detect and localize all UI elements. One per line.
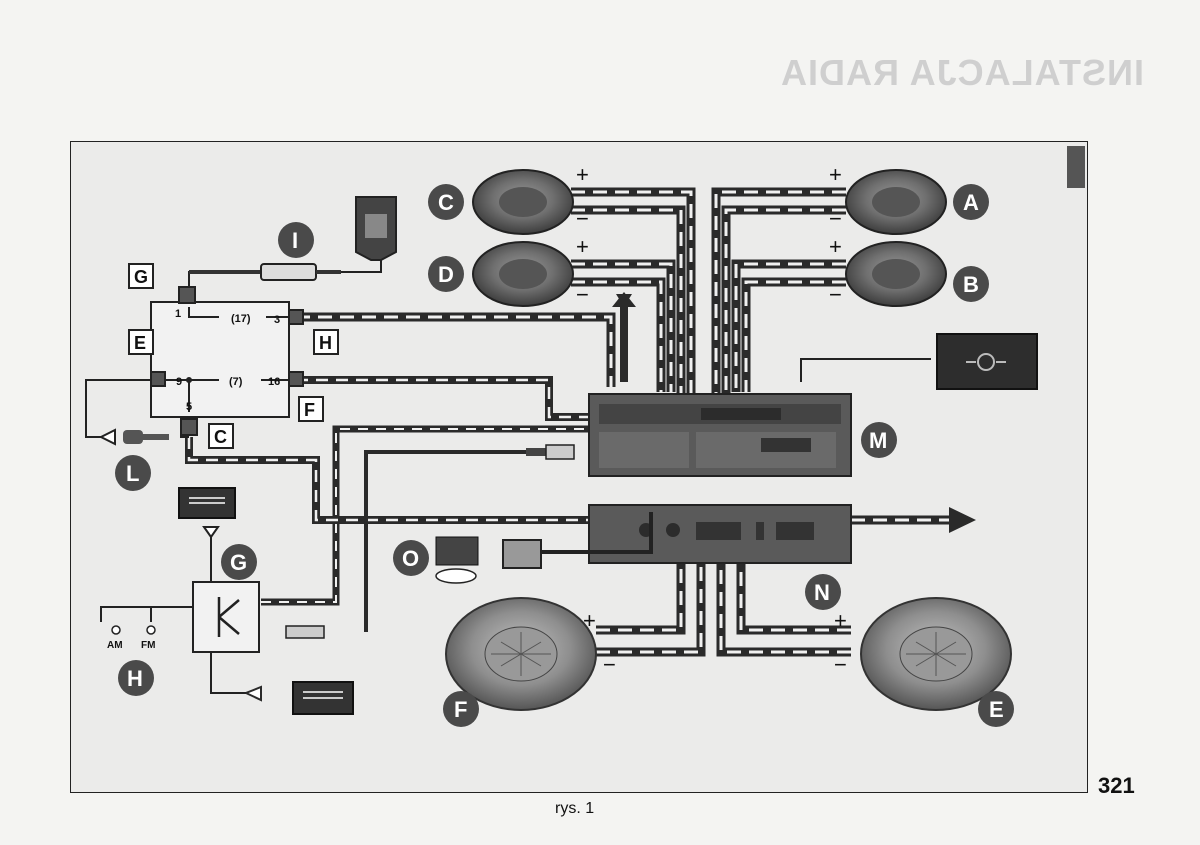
callout-n: N: [805, 574, 841, 610]
svg-text:E: E: [134, 333, 146, 353]
svg-text:I: I: [292, 228, 298, 253]
svg-text:FM: FM: [141, 640, 155, 651]
svg-text:+: +: [829, 162, 842, 187]
callout-f: F: [443, 691, 479, 727]
cd-changer-icon: [435, 536, 479, 584]
callout-a: A: [953, 184, 989, 220]
fuse-holder: [189, 196, 397, 281]
callout-l: L: [115, 455, 151, 491]
callout-h: H: [118, 660, 154, 696]
figure-caption: rys. 1: [555, 800, 595, 817]
svg-text:L: L: [126, 461, 139, 486]
svg-text:B: B: [963, 272, 979, 297]
jack-plug: [526, 444, 575, 460]
edge-tab: [1067, 146, 1085, 188]
svg-text:+: +: [834, 608, 847, 633]
svg-text:−: −: [576, 206, 589, 231]
callout-b: B: [953, 266, 989, 302]
svg-text:F: F: [454, 697, 467, 722]
callout-o: O: [393, 540, 429, 576]
svg-text:C: C: [438, 190, 454, 215]
lights-indicator: [936, 333, 1038, 390]
svg-text:−: −: [576, 282, 589, 307]
svg-text:(17): (17): [231, 313, 251, 325]
svg-text:+: +: [583, 608, 596, 633]
svg-text:−: −: [829, 206, 842, 231]
speaker-d: [472, 241, 574, 307]
callout-g: G: [221, 544, 257, 580]
svg-text:O: O: [402, 546, 419, 571]
svg-text:M: M: [869, 428, 887, 453]
speaker-harness-wires: [185, 187, 951, 657]
antenna-plug: [285, 625, 325, 639]
speaker-b: [845, 241, 947, 307]
callout-c: C: [428, 184, 464, 220]
rear-window-icon-bottom: [292, 681, 354, 715]
wiring-diagram-svg: + − + − + − + − + − + −: [85, 162, 1038, 727]
svg-text:D: D: [438, 262, 454, 287]
connector-block: (17) (7) 1 3 9 16 5: [150, 286, 304, 436]
callout-m: M: [861, 422, 897, 458]
amplifier-unit: [588, 504, 852, 564]
svg-text:−: −: [834, 652, 847, 677]
ignition-key: [98, 428, 169, 446]
svg-text:F: F: [304, 400, 315, 420]
svg-text:(7): (7): [229, 376, 243, 388]
svg-text:AM: AM: [107, 640, 123, 651]
antenna-amplifier: AM FM: [107, 526, 260, 653]
svg-text:−: −: [603, 652, 616, 677]
rear-window-icon-top: [178, 487, 236, 519]
svg-text:+: +: [829, 234, 842, 259]
svg-text:G: G: [134, 267, 148, 287]
svg-text:−: −: [829, 282, 842, 307]
speaker-f: [445, 597, 597, 711]
page-number: 321: [1098, 773, 1135, 798]
svg-text:+: +: [576, 234, 589, 259]
harness-arrow-heads: [243, 292, 976, 702]
svg-text:H: H: [319, 333, 332, 353]
bleed-through-title: INSTALACJA RADIA: [780, 52, 1144, 93]
svg-text:H: H: [127, 666, 143, 691]
svg-text:N: N: [814, 580, 830, 605]
svg-text:16: 16: [268, 376, 280, 388]
callout-d: D: [428, 256, 464, 292]
radio-unit: [588, 393, 852, 477]
speaker-c: [472, 169, 574, 235]
svg-text:5: 5: [186, 401, 192, 413]
cd-changer-plug: [502, 512, 653, 569]
svg-text:+: +: [576, 162, 589, 187]
polarity-signs: + − + − + − + − + − + −: [576, 162, 847, 677]
svg-text:9: 9: [176, 376, 182, 388]
svg-text:1: 1: [175, 308, 181, 320]
callout-i: I: [278, 222, 314, 258]
svg-text:G: G: [230, 550, 247, 575]
speaker-e: [860, 597, 1012, 711]
wiring-diagram-figure: + − + − + − + − + − + −: [70, 141, 1088, 793]
callout-e: E: [978, 691, 1014, 727]
speaker-a: [845, 169, 947, 235]
callout-circles: C D A B I L M N O G H F E: [115, 184, 1014, 727]
svg-text:3: 3: [274, 314, 280, 326]
svg-text:E: E: [989, 697, 1004, 722]
svg-text:C: C: [214, 427, 227, 447]
connector-letter-boxes: G E H F C: [128, 263, 339, 449]
svg-text:A: A: [963, 190, 979, 215]
